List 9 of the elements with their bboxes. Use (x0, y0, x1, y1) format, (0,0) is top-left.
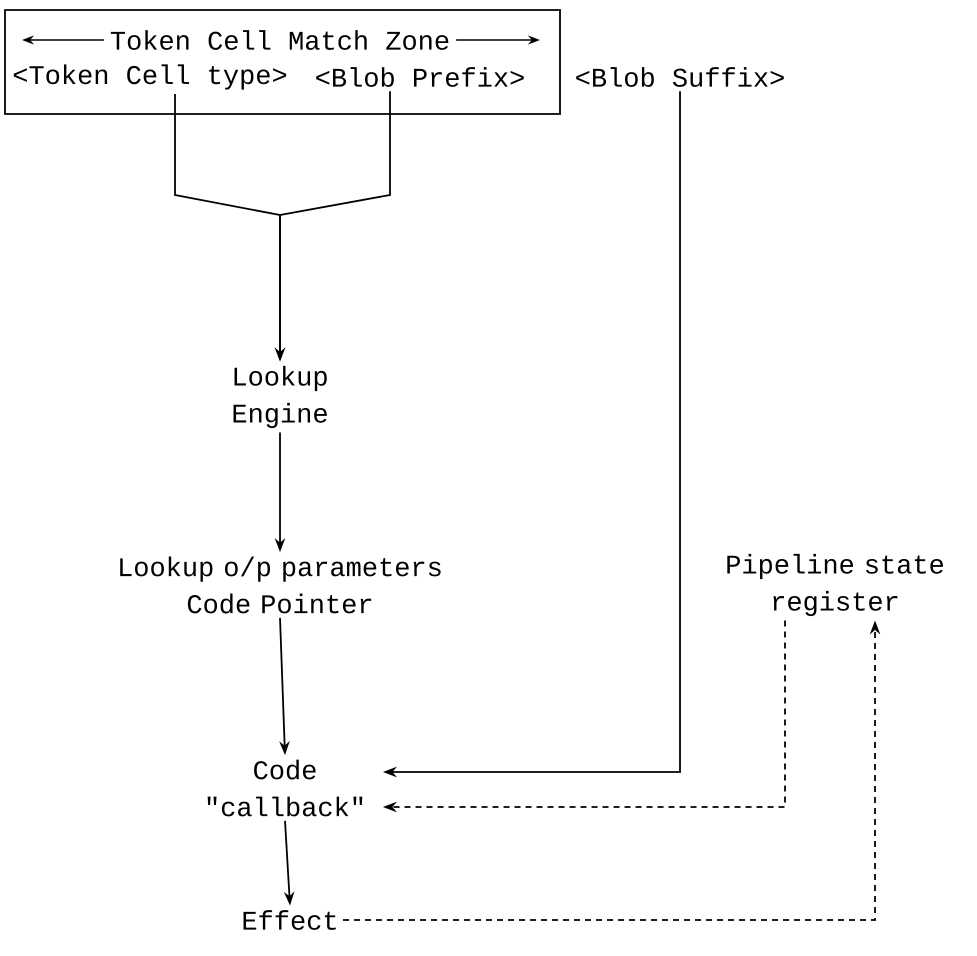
engine-label: Lookup Engine (234, 366, 327, 428)
effect-label: Effect (244, 910, 336, 930)
suffix-label: <Blob Suffix> (576, 67, 784, 87)
token-type-label: <Token Cell type> (14, 64, 286, 90)
prefix-label: <Blob Prefix> (316, 67, 524, 87)
zone-title: Token Cell Match Zone (104, 24, 456, 56)
register-label: Pipeline state register (727, 554, 944, 616)
parameters-label: Lookup o/p parameters Code Pointer (120, 556, 441, 614)
callback-label: Code "callback" (208, 760, 362, 816)
